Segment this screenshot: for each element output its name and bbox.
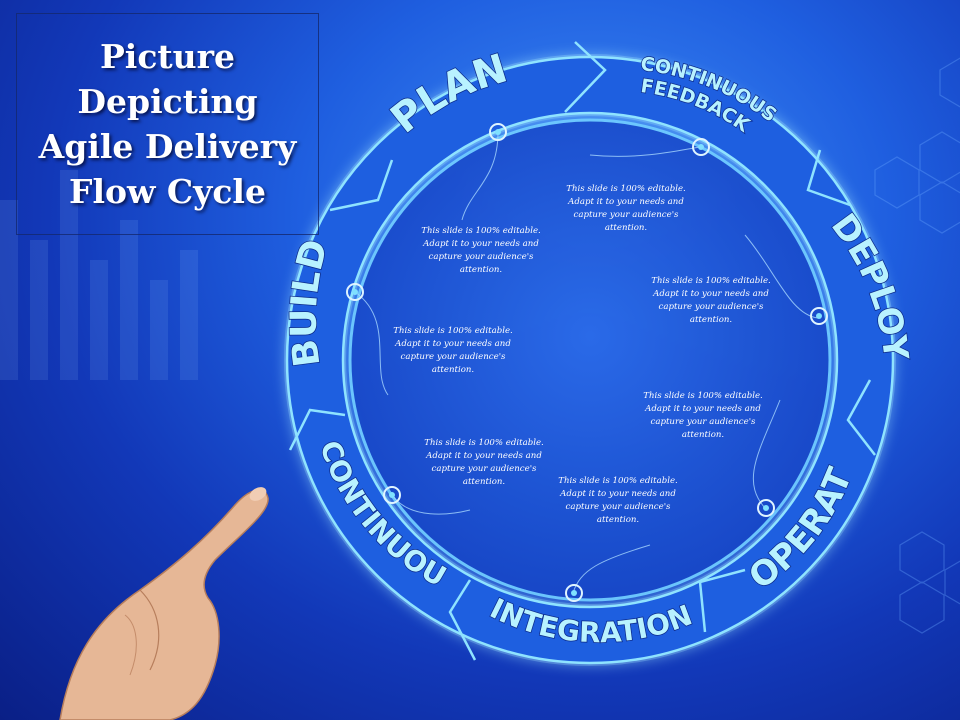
slide-title: Picture Depicting Agile Delivery Flow Cy… bbox=[38, 37, 297, 211]
note-integration: This slide is 100% editable. Adapt it to… bbox=[558, 476, 678, 525]
title-box: Picture Depicting Agile Delivery Flow Cy… bbox=[16, 13, 319, 235]
note-continuous: This slide is 100% editable. Adapt it to… bbox=[424, 438, 544, 487]
hexagon-pattern bbox=[874, 57, 960, 634]
note-deploy: This slide is 100% editable. Adapt it to… bbox=[651, 276, 771, 325]
note-operate: This slide is 100% editable. Adapt it to… bbox=[643, 391, 763, 440]
note-feedback: This slide is 100% editable. Adapt it to… bbox=[566, 184, 686, 233]
note-plan: This slide is 100% editable. Adapt it to… bbox=[421, 226, 541, 275]
note-build: This slide is 100% editable. Adapt it to… bbox=[393, 326, 513, 375]
